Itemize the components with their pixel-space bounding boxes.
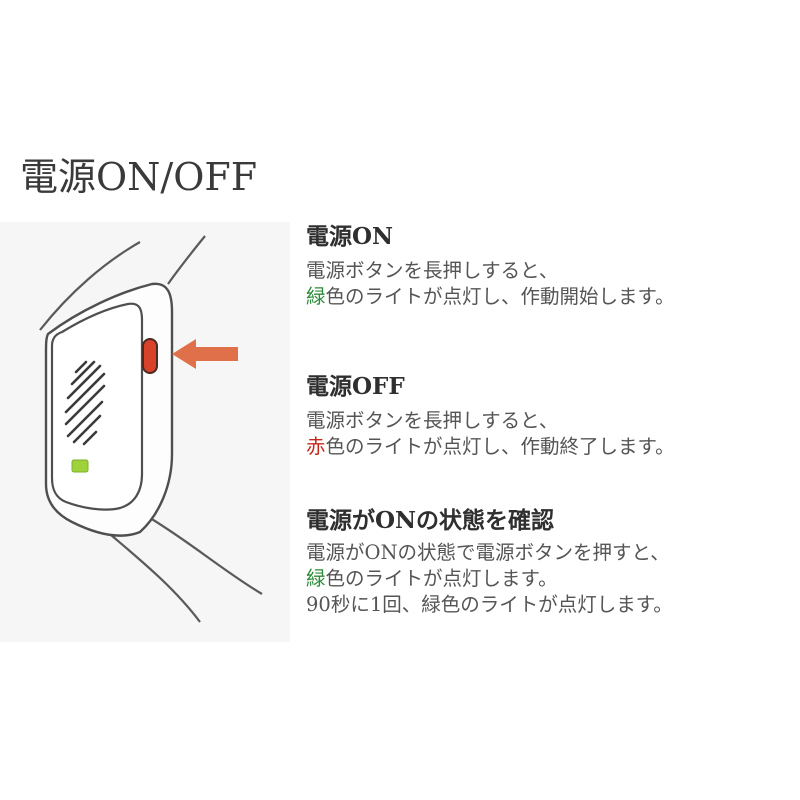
device-illustration [0, 222, 290, 642]
power-off-line-2-rest: 色のライトが点灯し、作動終了します。 [325, 435, 675, 458]
power-on-line-2-rest: 色のライトが点灯し、作動開始します。 [325, 285, 675, 308]
power-check-line-2: 緑色のライトが点灯します。 [306, 566, 786, 592]
speaker-grille-icon [64, 360, 106, 446]
section-power-off: 電源OFF 電源ボタンを長押しすると、 赤色のライトが点灯し、作動終了します。 [306, 372, 786, 460]
section-heading-power-on: 電源ON [306, 223, 394, 250]
wristband-device-icon [0, 222, 290, 642]
power-off-line-1: 電源ボタンを長押しすると、 [306, 409, 559, 432]
section-power-check: 電源がONの状態を確認 電源がONの状態で電源ボタンを押すと、 緑色のライトが点… [306, 506, 786, 618]
page-title: 電源ON/OFF [20, 155, 258, 199]
green-led-icon [71, 459, 89, 473]
strap-lower-right [149, 517, 263, 595]
section-heading-power-check: 電源がONの状態を確認 [306, 507, 555, 534]
power-button-icon [142, 338, 158, 374]
strap-upper-left [39, 241, 141, 331]
power-check-line-2-rest: 色のライトが点灯します。 [325, 567, 558, 590]
green-highlight: 緑 [306, 285, 326, 308]
power-on-line-2: 緑色のライトが点灯し、作動開始します。 [306, 284, 786, 310]
strap-upper-right [167, 235, 206, 285]
power-on-line-1: 電源ボタンを長押しすると、 [306, 259, 559, 282]
section-power-on: 電源ON 電源ボタンを長押しすると、 緑色のライトが点灯し、作動開始します。 [306, 222, 786, 310]
green-highlight: 緑 [306, 567, 326, 590]
power-check-line-1: 電源がONの状態で電源ボタンを押すと、 [306, 541, 670, 564]
power-off-line-2: 赤色のライトが点灯し、作動終了します。 [306, 434, 786, 460]
power-check-line-3: 90秒に1回、緑色のライトが点灯します。 [306, 593, 673, 616]
arrow-icon [172, 339, 238, 369]
red-highlight: 赤 [306, 435, 326, 458]
section-heading-power-off: 電源OFF [306, 373, 405, 400]
